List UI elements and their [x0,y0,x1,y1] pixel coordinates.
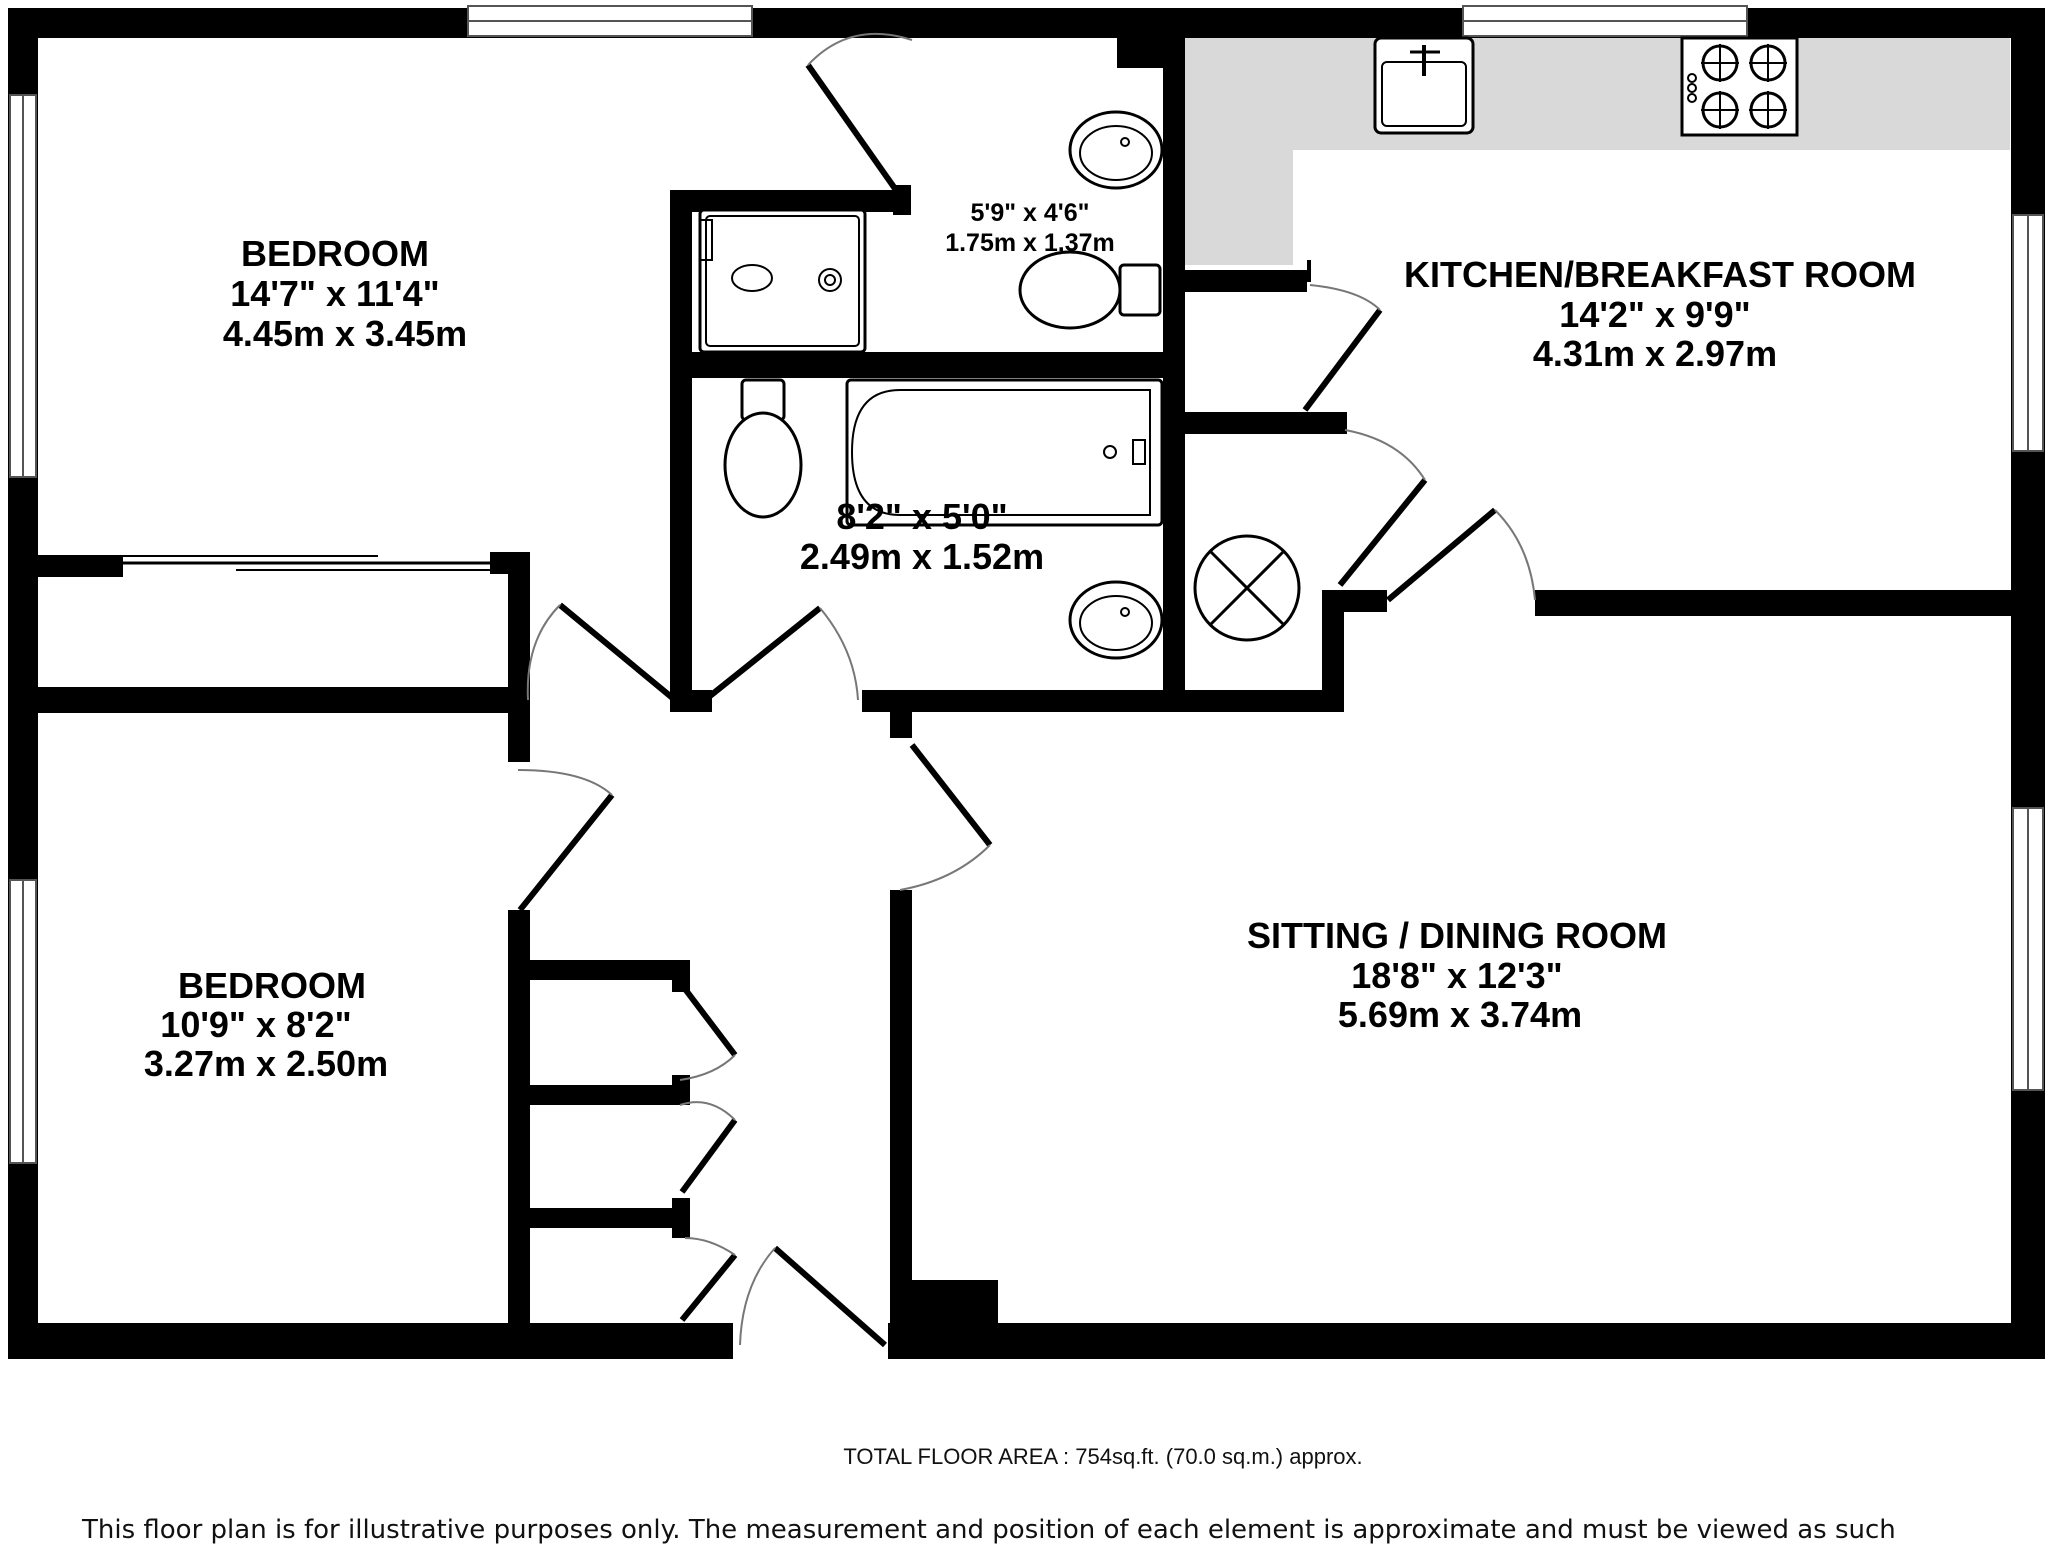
total-floor-area: TOTAL FLOOR AREA : 754sq.ft. (70.0 sq.m.… [843,1444,1362,1469]
bedroom-2-metric: 3.27m x 2.50m [144,1043,388,1084]
kitchen-imperial: 14'2" x 9'9" [1559,294,1750,335]
bedroom-1-metric: 4.45m x 3.45m [223,313,467,354]
bedroom-1-name: BEDROOM [241,233,429,274]
room-label-bedroom-2: BEDROOM 10'9" x 8'2" 3.27m x 2.50m [144,965,388,1084]
windows [9,5,2044,1164]
sitting-imperial: 18'8" x 12'3" [1351,955,1562,996]
bathroom-imperial: 8'2" x 5'0" [836,496,1007,537]
interior-walls [38,38,2011,1359]
room-label-bathroom: 8'2" x 5'0" 2.49m x 1.52m [800,496,1044,577]
ensuite-metric: 1.75m x 1.37m [945,229,1115,257]
room-label-ensuite: 5'9" x 4'6" 1.75m x 1.37m [945,199,1115,257]
disclaimer: This floor plan is for illustrative purp… [81,1515,1896,1545]
sitting-name: SITTING / DINING ROOM [1247,915,1667,956]
kitchen-name: KITCHEN/BREAKFAST ROOM [1404,254,1916,295]
bedroom-1-imperial: 14'7" x 11'4" [230,273,439,314]
fixtures [698,36,1799,660]
ensuite-imperial: 5'9" x 4'6" [970,199,1089,227]
kitchen-metric: 4.31m x 2.97m [1533,333,1777,374]
bedroom-2-name: BEDROOM [178,965,366,1006]
room-label-sitting: SITTING / DINING ROOM 18'8" x 12'3" 5.69… [1247,915,1667,1035]
room-label-kitchen: KITCHEN/BREAKFAST ROOM 14'2" x 9'9" 4.31… [1404,254,1916,374]
doors [517,32,1536,1348]
bedroom-2-imperial: 10'9" x 8'2" [160,1004,351,1045]
room-label-bedroom-1: BEDROOM 14'7" x 11'4" 4.45m x 3.45m [223,233,467,354]
kitchen-worktop [1185,37,2010,265]
sitting-metric: 5.69m x 3.74m [1338,994,1582,1035]
bathroom-metric: 2.49m x 1.52m [800,536,1044,577]
